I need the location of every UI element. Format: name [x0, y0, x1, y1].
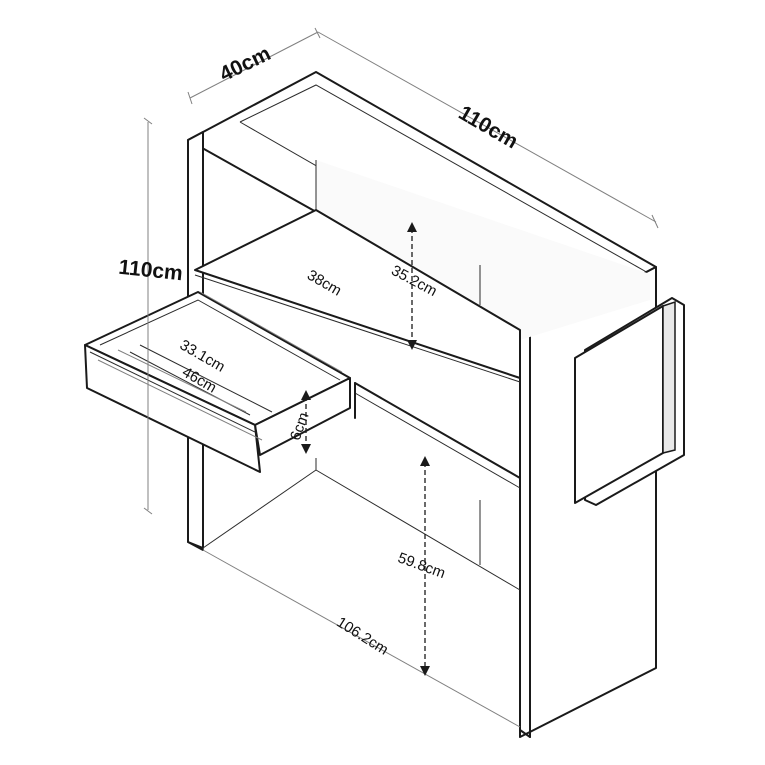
drawer [84, 291, 351, 473]
inner-width-dim-line [202, 549, 521, 728]
desk-body [187, 71, 657, 738]
width-label: 110cm [455, 101, 522, 153]
inner-width-label: 106.2cm [333, 614, 391, 659]
depth-dim-line [189, 31, 319, 99]
lower-shelf [354, 382, 521, 511]
depth-label: 40cm [216, 42, 274, 86]
back-panel [316, 160, 650, 340]
drawer-width-dim-line [199, 291, 343, 373]
drawer-outer-dim-line [97, 359, 263, 441]
drawer-front [84, 344, 261, 473]
dimension-lines [97, 27, 659, 728]
width-dim-line [317, 31, 657, 223]
drawer-inner-dim-line [117, 349, 247, 413]
side-board-edge [662, 300, 676, 454]
height-label: 110cm [118, 256, 184, 286]
drawer-side [254, 377, 351, 456]
knee-height-label: 59.8cm [396, 549, 448, 582]
side-board [574, 297, 685, 506]
top-inner-edge [239, 84, 651, 275]
